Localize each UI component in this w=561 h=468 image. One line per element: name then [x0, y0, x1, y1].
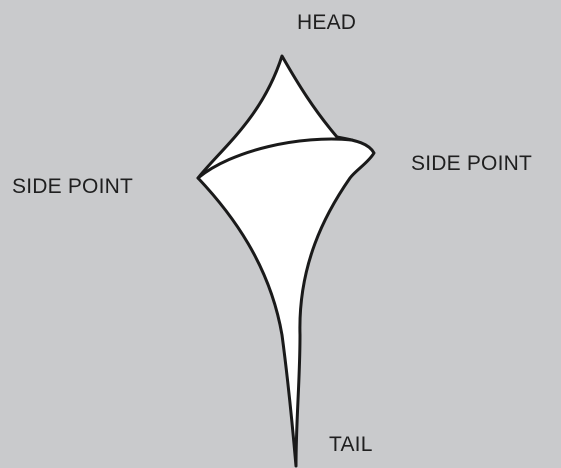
label-side-point-left: SIDE POINT	[12, 176, 133, 197]
label-tail: TAIL	[329, 434, 373, 455]
sail-body	[198, 56, 374, 466]
label-head: HEAD	[297, 12, 356, 33]
label-side-point-right: SIDE POINT	[411, 153, 532, 174]
